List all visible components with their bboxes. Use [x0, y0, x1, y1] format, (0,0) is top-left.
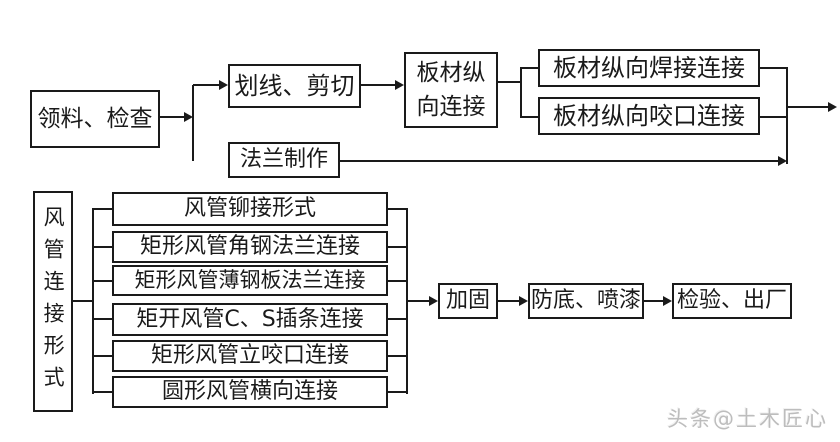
connector-line [388, 318, 408, 320]
node-seam-joint: 板材纵向咬口连接 [538, 97, 760, 135]
node-option-thin-plate-flange: 矩形风管薄钢板法兰连接 [112, 265, 388, 296]
connector-line [92, 246, 112, 248]
node-anticorrosion-paint: 防底、喷漆 [528, 283, 644, 319]
connector-line [92, 208, 112, 210]
connector-line [786, 67, 788, 164]
node-longitudinal-joint-label: 板材纵向连接 [416, 59, 486, 121]
node-flange-making: 法兰制作 [228, 142, 340, 178]
arrowhead-icon [519, 296, 528, 306]
connector-line [388, 280, 408, 282]
connector-line [361, 84, 396, 86]
node-marking-cutting: 划线、剪切 [228, 64, 361, 108]
connector-line [498, 300, 520, 302]
node-option-cs-slip-joint: 矩开风管C、S插条连接 [112, 303, 388, 336]
connector-line [520, 116, 538, 118]
connector-line [498, 81, 521, 83]
node-reinforce: 加固 [438, 283, 498, 319]
node-inspection-delivery: 检验、出厂 [672, 283, 792, 319]
arrowhead-icon [395, 80, 404, 90]
node-option-standing-seam: 矩形风管立咬口连接 [112, 340, 388, 372]
connector-line [92, 391, 112, 393]
connector-line [92, 280, 112, 282]
arrowhead-icon [429, 296, 438, 306]
connector-line [73, 300, 93, 302]
node-option-angle-steel-flange: 矩形风管角钢法兰连接 [112, 231, 388, 263]
connector-line [340, 160, 780, 162]
connector-line [193, 84, 220, 86]
connector-line [160, 116, 186, 118]
connector-line [92, 318, 112, 320]
arrowhead-icon [184, 112, 193, 122]
connector-line [788, 106, 829, 108]
connector-line [92, 355, 112, 357]
connector-line [520, 67, 538, 69]
connector-line [388, 355, 408, 357]
connector-line [388, 208, 408, 210]
node-option-round-transverse: 圆形风管横向连接 [112, 376, 388, 408]
watermark-toutiao: 头条@土木匠心 [667, 407, 828, 431]
connector-line [644, 300, 664, 302]
connector-line [760, 116, 787, 118]
connector-line [760, 67, 787, 69]
connector-line [520, 67, 522, 118]
node-material-check: 领料、检查 [30, 90, 160, 148]
connector-line [388, 391, 408, 393]
connector-line [192, 85, 194, 161]
connector-line [408, 300, 430, 302]
connector-line [388, 246, 408, 248]
connector-line [92, 208, 94, 394]
node-longitudinal-joint: 板材纵向连接 [404, 52, 498, 128]
arrowhead-icon [219, 80, 228, 90]
node-weld-joint: 板材纵向焊接连接 [538, 49, 760, 87]
arrowhead-icon [778, 156, 787, 166]
arrowhead-icon [828, 102, 837, 112]
arrowhead-icon [663, 296, 672, 306]
connector-line [406, 208, 408, 394]
node-duct-connection-types: 风管连接形式 [33, 191, 73, 412]
node-option-riveted: 风管铆接形式 [112, 192, 388, 226]
